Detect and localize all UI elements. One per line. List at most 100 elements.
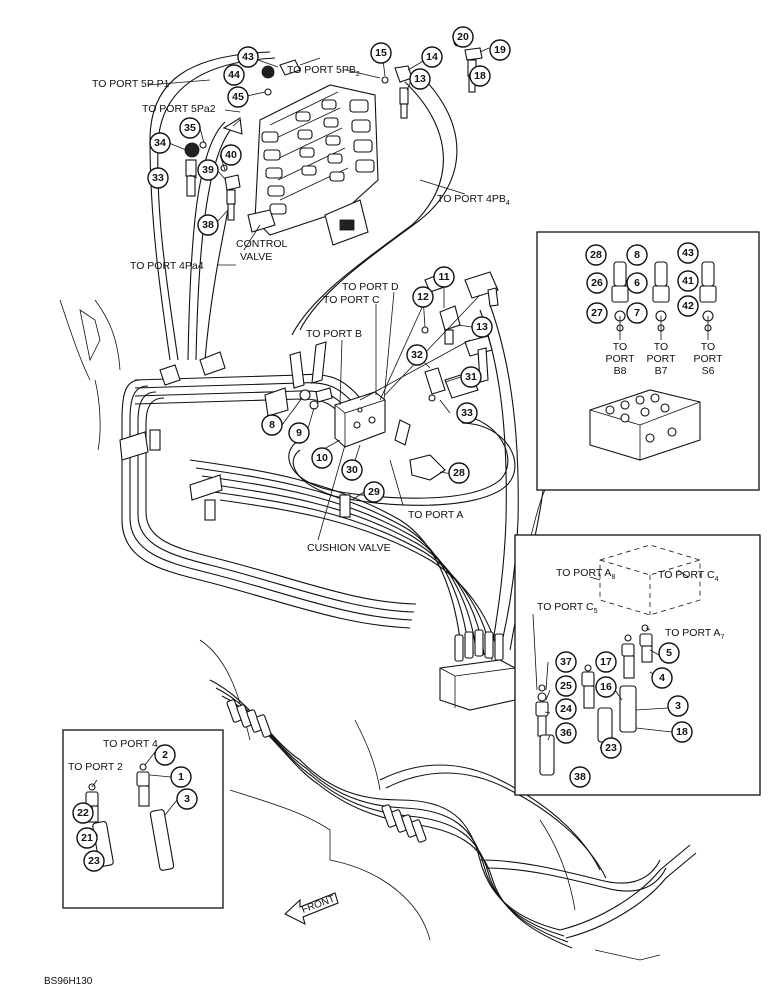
label-control-valve-line1: CONTROL (236, 238, 287, 250)
callout-23b: 23 (83, 850, 105, 872)
svg-text:37: 37 (560, 656, 572, 668)
svg-text:7: 7 (634, 307, 640, 319)
svg-text:11: 11 (438, 271, 449, 283)
callout-38b: 38 (569, 766, 591, 788)
label-to-port-a7: TO PORT A7 (665, 627, 724, 641)
svg-text:40: 40 (225, 149, 237, 161)
callout-44: 44 (223, 64, 245, 86)
callout-37: 37 (555, 651, 577, 673)
svg-text:16: 16 (600, 681, 612, 693)
callout-17: 17 (595, 651, 617, 673)
svg-text:34: 34 (154, 137, 166, 149)
callout-22: 22 (72, 802, 94, 824)
svg-text:2: 2 (162, 749, 168, 761)
callout-28-inset: 28 (585, 244, 607, 266)
callout-39: 39 (197, 159, 219, 181)
callout-41: 41 (677, 270, 699, 292)
figure-id: BS96H130 (44, 976, 93, 987)
svg-text:PORT: PORT (647, 353, 677, 365)
inset-port-s6: TO PORT S6 (694, 341, 724, 377)
callout-45: 45 (227, 86, 249, 108)
callout-43: 43 (237, 46, 259, 68)
callout-11: 11 (433, 266, 455, 288)
callout-32: 32 (406, 344, 428, 366)
callout-8: 8 (261, 414, 283, 436)
callout-5: 5 (658, 642, 680, 664)
svg-text:33: 33 (461, 407, 473, 419)
svg-text:43: 43 (682, 247, 694, 259)
callout-24: 24 (555, 698, 577, 720)
label-to-port-4pa4: TO PORT 4Pa4 (130, 260, 204, 272)
label-to-port-a8: TO PORT A8 (556, 567, 615, 581)
svg-text:TO: TO (701, 341, 715, 353)
callout-12: 12 (412, 286, 434, 308)
svg-text:25: 25 (560, 680, 572, 692)
svg-text:13: 13 (414, 73, 426, 85)
port-labels: TO PORT 5P P1 TO PORT 5PB2 TO PORT 5Pa2 … (44, 64, 724, 987)
label-to-port-c4: TO PORT C4 (658, 569, 719, 583)
svg-text:4: 4 (659, 672, 665, 684)
callout-29: 29 (363, 481, 385, 503)
svg-text:TO: TO (613, 341, 627, 353)
callout-1: 1 (170, 766, 192, 788)
svg-text:35: 35 (184, 122, 196, 134)
svg-text:27: 27 (591, 307, 603, 319)
label-to-port-b: TO PORT B (306, 328, 362, 340)
label-to-port-d: TO PORT D (342, 281, 399, 293)
svg-text:3: 3 (184, 793, 190, 805)
svg-text:36: 36 (560, 727, 572, 739)
callout-36: 36 (555, 722, 577, 744)
callout-9: 9 (288, 422, 310, 444)
callout-10: 10 (311, 447, 333, 469)
callout-7: 7 (626, 302, 648, 324)
callout-4: 4 (651, 667, 673, 689)
label-to-port-a: TO PORT A (408, 509, 463, 521)
svg-text:21: 21 (81, 832, 93, 844)
label-to-port-2: TO PORT 2 (68, 761, 123, 773)
svg-text:5: 5 (666, 647, 672, 659)
svg-text:17: 17 (600, 656, 612, 668)
svg-text:33: 33 (152, 172, 164, 184)
svg-text:39: 39 (202, 164, 214, 176)
svg-text:28: 28 (453, 467, 465, 479)
callout-33: 33 (147, 167, 169, 189)
svg-text:20: 20 (457, 31, 469, 43)
inset-port-b8: TO PORT B8 (606, 341, 636, 377)
label-to-port-5pa2: TO PORT 5Pa2 (142, 103, 216, 115)
svg-text:10: 10 (316, 452, 328, 464)
inset-right-fittings (535, 624, 653, 776)
label-to-port-c: TO PORT C (323, 294, 380, 306)
callout-2: 2 (154, 744, 176, 766)
svg-text:8: 8 (634, 249, 640, 261)
main-hose-bundle (59, 51, 697, 961)
lower-manifold (226, 629, 516, 843)
svg-text:23: 23 (605, 742, 617, 754)
inset-top-right (529, 231, 760, 541)
callout-8-inset: 8 (626, 244, 648, 266)
callout-3: 3 (667, 695, 689, 717)
svg-text:31: 31 (465, 371, 477, 383)
svg-text:B8: B8 (614, 365, 627, 377)
svg-text:44: 44 (228, 69, 240, 81)
svg-text:22: 22 (77, 807, 89, 819)
svg-text:29: 29 (368, 486, 380, 498)
callout-21: 21 (76, 827, 98, 849)
svg-text:3: 3 (675, 700, 681, 712)
callouts: 43 44 45 15 14 13 20 19 18 35 34 40 39 3… (72, 26, 699, 872)
callout-42: 42 (677, 295, 699, 317)
callout-20: 20 (452, 26, 474, 48)
svg-text:6: 6 (634, 277, 640, 289)
callout-13b: 13 (471, 316, 493, 338)
callout-18b: 18 (671, 721, 693, 743)
callout-25: 25 (555, 675, 577, 697)
svg-text:TO: TO (654, 341, 668, 353)
callout-40: 40 (220, 144, 242, 166)
callout-31: 31 (460, 366, 482, 388)
label-to-port-4: TO PORT 4 (103, 738, 158, 750)
callout-13: 13 (409, 68, 431, 90)
callout-27: 27 (586, 302, 608, 324)
inset-top-right-block (589, 389, 701, 461)
svg-text:45: 45 (232, 91, 244, 103)
callout-35: 35 (179, 117, 201, 139)
